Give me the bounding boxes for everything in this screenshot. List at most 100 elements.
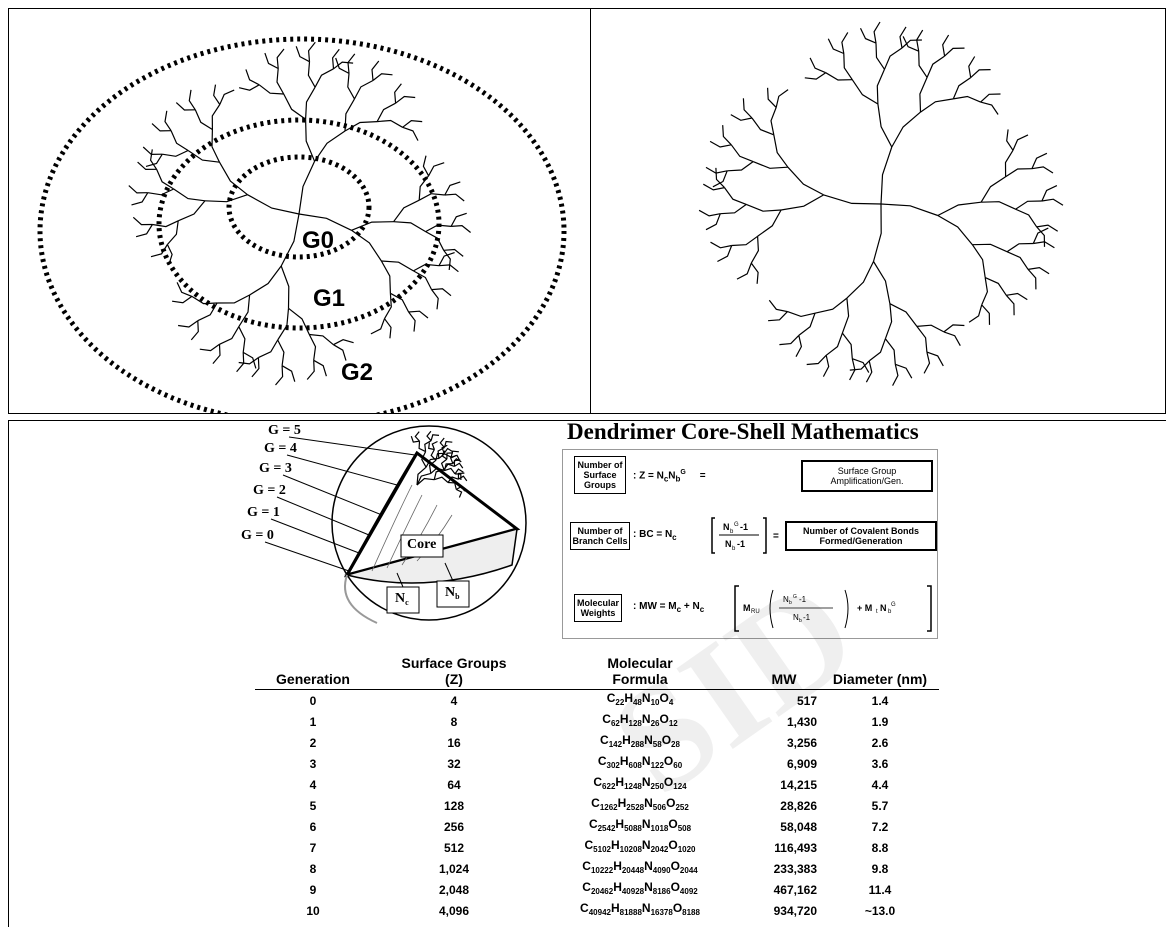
bond-line (372, 73, 393, 81)
bond-line (258, 84, 284, 95)
formula-element: C (593, 775, 603, 789)
bond-line (149, 149, 158, 170)
svg-text:b: b (730, 529, 734, 535)
bond-line (768, 299, 788, 313)
bond-line (145, 153, 163, 167)
bond-line (775, 89, 789, 108)
formula-subscript: 508 (677, 824, 692, 833)
bond-line (413, 270, 433, 290)
bond-line (219, 89, 235, 105)
bond-line (199, 343, 220, 352)
bond-line (212, 344, 221, 364)
bond-line (937, 214, 973, 246)
g1-label: G1 (313, 285, 346, 312)
formula-element: H (615, 817, 625, 831)
diameter-cell: ~13.0 (864, 903, 896, 918)
svg-text:b: b (789, 600, 792, 606)
bond-line (402, 119, 423, 128)
svg-text:-1: -1 (803, 613, 811, 622)
bond-line (823, 194, 882, 205)
bond-line (416, 472, 431, 486)
bond-line (431, 440, 438, 450)
bond-line (172, 295, 193, 304)
surface-groups-cell: 16 (447, 735, 461, 750)
bond-line (916, 324, 945, 333)
surface-groups-cell: 2,048 (438, 882, 470, 897)
bond-line (736, 262, 752, 280)
bond-line (135, 224, 153, 238)
bond-line (455, 485, 466, 492)
svg-text:b: b (732, 546, 736, 552)
col-mw: MW (747, 655, 821, 690)
bond-line (849, 358, 856, 381)
mw-cell: 1,430 (786, 714, 817, 729)
bond-line (151, 123, 172, 132)
formula-element: O (670, 859, 680, 873)
formula-subscript: 10208 (619, 845, 642, 854)
generation-cell: 8 (309, 861, 317, 876)
molecular-weights-box: Molecular Weights (574, 594, 622, 622)
bond-line (433, 469, 445, 480)
bond-line (822, 355, 830, 377)
bond-line (727, 161, 754, 172)
bond-line (825, 332, 843, 356)
formula-cell: C22H48N10O4 (533, 690, 747, 712)
bond-line (309, 333, 334, 346)
bond-line (441, 450, 448, 460)
bond-line (926, 351, 944, 367)
bond-line (841, 32, 849, 54)
dendrimer-generations-figure: G0 G1 G2 (8, 8, 591, 414)
mw-cell: 14,215 (780, 777, 817, 792)
bond-line (280, 213, 300, 267)
mw-formula: : MW = Mc + Nc (633, 601, 705, 614)
formula-element: O (661, 733, 672, 747)
bond-line (705, 166, 728, 174)
bond-line (211, 129, 221, 163)
bond-line (428, 459, 437, 474)
formula-element: C (591, 796, 600, 810)
g4-label: G = 4 (264, 441, 297, 456)
mw-cell: 6,909 (786, 756, 817, 771)
bond-line (1028, 266, 1050, 275)
bond-line (892, 364, 899, 386)
bond-line (238, 326, 246, 353)
bond-line (236, 352, 245, 373)
bond-line (968, 304, 983, 323)
bond-line (795, 335, 803, 357)
bond-line (333, 344, 347, 361)
bond-line (176, 282, 193, 297)
formula-element: N (644, 880, 653, 894)
bond-line (410, 436, 420, 443)
bond-line (384, 318, 392, 339)
mw-cell: 116,493 (774, 840, 817, 855)
branch-cells-box: Number of Branch Cells (570, 522, 630, 550)
formula-element: H (622, 733, 631, 747)
svg-text:RU: RU (751, 609, 760, 615)
bond-line (970, 69, 991, 79)
bond-line (275, 365, 284, 386)
svg-text:M: M (743, 603, 751, 613)
formula-element: C (582, 880, 591, 894)
generation-cell: 1 (309, 714, 317, 729)
bond-line (889, 303, 918, 327)
bond-line (418, 175, 430, 201)
bond-line (446, 452, 453, 460)
bond-line (880, 146, 893, 205)
formula-subscript: 5088 (624, 824, 642, 833)
g5-label: G = 5 (268, 423, 301, 438)
bond-line (408, 310, 429, 319)
formula-subscript: 4 (668, 698, 674, 707)
formula-subscript: 58 (652, 740, 662, 749)
formula-subscript: 1018 (650, 824, 669, 833)
formula-subscript: 1020 (677, 845, 696, 854)
formula-subscript: 122 (650, 761, 664, 770)
bond-line (393, 199, 420, 223)
table-header-row: Generation Surface Groups (Z) Molecular … (255, 655, 939, 690)
bond-line (314, 68, 334, 88)
surface-groups-cell: 4,096 (438, 903, 470, 918)
bond-line (1041, 185, 1058, 202)
bond-line (443, 248, 464, 257)
formula-element: O (668, 838, 678, 852)
bond-line (434, 476, 449, 483)
